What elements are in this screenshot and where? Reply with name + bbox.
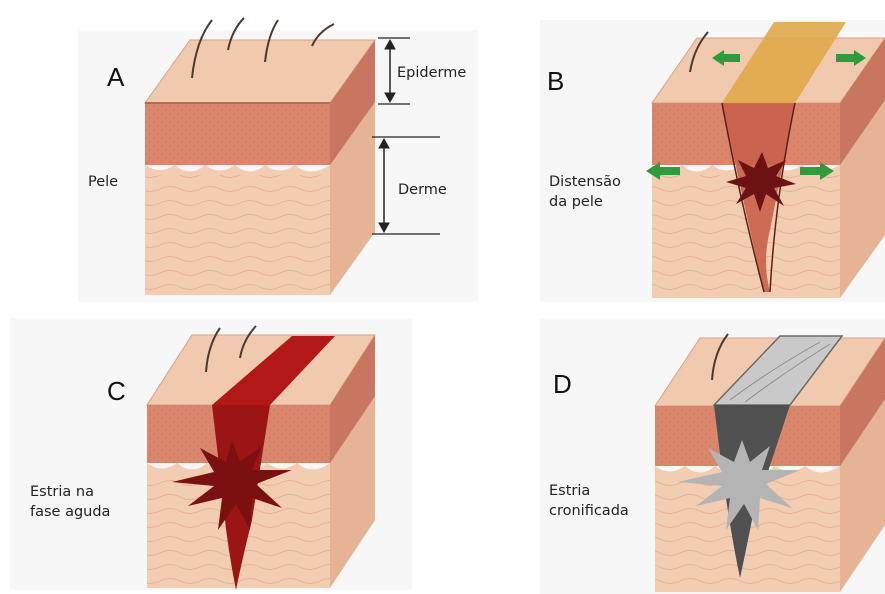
skin-block-c xyxy=(147,326,375,590)
epidermis-label: Epiderme xyxy=(397,63,466,83)
skin-block-d xyxy=(655,334,885,592)
panel-letter-c: C xyxy=(107,376,126,407)
acute-stria-label: Estria na fase aguda xyxy=(30,482,110,522)
panel-letter-b: B xyxy=(547,66,564,97)
skin-label: Pele xyxy=(88,172,118,192)
skin-block-b xyxy=(646,22,885,298)
skin-distension-label: Distensão da pele xyxy=(549,172,621,212)
skin-block-a xyxy=(145,18,375,295)
dermis-label: Derme xyxy=(398,180,447,200)
chronic-stria-label: Estria cronificada xyxy=(549,481,629,521)
panel-letter-a: A xyxy=(107,62,124,93)
panel-letter-d: D xyxy=(553,369,572,400)
